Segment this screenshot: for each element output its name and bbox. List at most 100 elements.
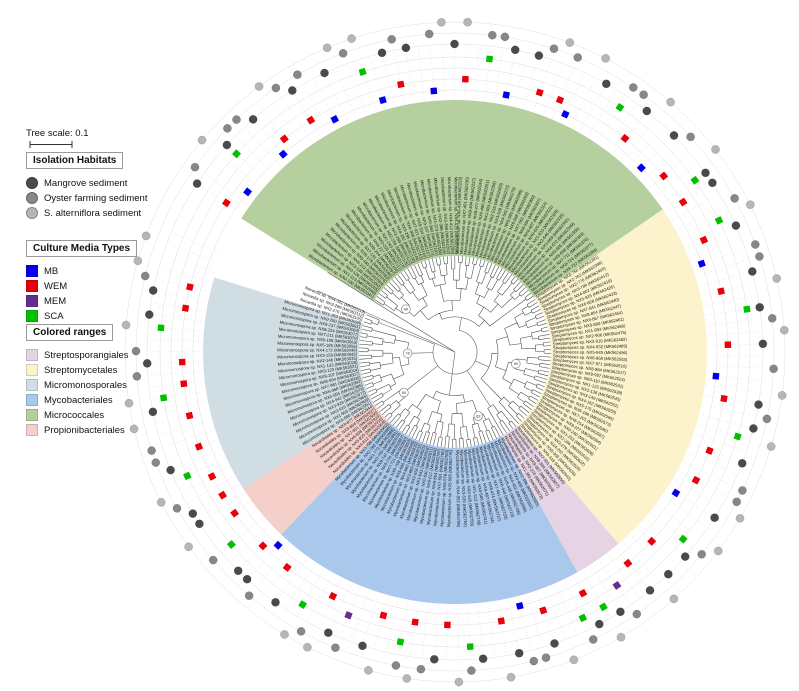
media-square-sca — [743, 305, 751, 313]
leaf-label: Micromonospora sp. NX4-172 (MK563049) — [277, 347, 357, 352]
habitat-dot — [777, 391, 787, 400]
branches-streptosporangiales — [487, 404, 517, 436]
leaf-guide — [240, 531, 278, 569]
habitat-dot — [190, 162, 200, 172]
media-square-wem — [691, 475, 701, 485]
habitat-dot — [541, 653, 551, 663]
legend-item-label: SCA — [44, 310, 64, 322]
leaf-guide — [555, 584, 577, 632]
media-square-wem — [678, 197, 688, 207]
leaf-guide — [707, 331, 760, 336]
habitat-dot — [602, 79, 611, 89]
branches-propionibacteriales — [375, 389, 407, 421]
range-wedge-micromonosporales — [203, 277, 375, 489]
media-square-sca — [714, 216, 724, 225]
media-square-wem — [720, 394, 728, 403]
habitat-dot — [506, 672, 516, 682]
leaf-guide — [394, 53, 405, 105]
habitat-dot — [701, 168, 710, 178]
leaf-guide — [386, 598, 399, 650]
media-square-mem — [612, 580, 622, 590]
leaf-guide — [150, 338, 203, 342]
tree-branches — [317, 255, 552, 449]
range-wedge-streptomycetales — [517, 209, 707, 544]
media-square-wem — [578, 588, 588, 598]
leaf-label: Micromonospora sp. NX2-146 (MK563035) — [277, 355, 358, 366]
support-marker-value: 76 — [405, 351, 410, 356]
leaf-label: Streptomyces sp. NX6-958 (MK562503) — [553, 353, 628, 362]
habitat-dot — [172, 504, 182, 513]
legend-item: S. alterniflora sediment — [26, 207, 147, 219]
leaf-guide — [442, 47, 445, 100]
habitat-dot — [711, 145, 720, 154]
media-square-wem — [306, 115, 316, 125]
media-square-wem — [180, 380, 188, 388]
wem-swatch — [26, 280, 38, 292]
media-square-wem — [659, 171, 669, 181]
media-square-wem — [258, 541, 268, 551]
leaf-guide — [264, 113, 297, 155]
habitat-dot — [550, 639, 559, 648]
habitat-dot — [142, 359, 152, 368]
legend-item-label: Propionibacteriales — [44, 424, 125, 436]
leaf-guide — [173, 233, 222, 254]
legend-item-label: Streptosporangiales — [44, 349, 129, 361]
support-marker-value: 90 — [404, 307, 409, 312]
media-square-mb — [712, 372, 720, 380]
leaf-guide — [705, 385, 758, 393]
media-square-wem — [535, 88, 544, 97]
habitat-dot — [730, 194, 739, 203]
habitat-dot — [732, 497, 742, 507]
habitat-ring — [121, 17, 789, 687]
habitat-dot — [391, 661, 401, 670]
habitat-dot — [192, 179, 202, 188]
leaf-guide — [707, 355, 760, 357]
leaf-guide — [676, 205, 723, 231]
leaf-guide — [165, 255, 215, 273]
habitat-dot — [148, 286, 158, 295]
range-wedge-mycobacteriales — [281, 421, 578, 605]
leaf-guide — [689, 237, 738, 258]
media-square-sca — [466, 643, 474, 650]
media-square-wem — [230, 508, 240, 518]
leaf-guide — [615, 547, 649, 589]
leaf-guide — [150, 361, 203, 364]
habitat-dot — [669, 594, 679, 604]
habitat-dot — [755, 302, 765, 312]
tree-scale-label: Tree scale: 0.1 — [26, 128, 89, 139]
habitat-dot — [232, 115, 241, 124]
colored-ranges-title: Colored ranges — [26, 324, 114, 341]
media-square-wem — [647, 536, 657, 546]
support-marker-value: 90 — [514, 361, 519, 366]
leaf-guide — [644, 519, 684, 555]
leaf-guide — [707, 343, 760, 346]
leaf-label: Mycobacterium sp. NX3-539 (MK562762) — [459, 450, 468, 528]
legend-item: SCA — [26, 310, 137, 322]
isolation-habitats-title: Isolation Habitats — [26, 152, 124, 169]
habitat-dot — [738, 486, 747, 495]
media-square-mb — [671, 488, 681, 498]
habitat-dot — [208, 555, 218, 565]
habitat-dot — [293, 70, 302, 79]
leaf-guide — [648, 155, 689, 190]
media-square-wem — [539, 606, 548, 615]
legend-item-label: Streptomycetales — [44, 364, 118, 376]
habitat-dot — [755, 252, 764, 261]
habitat-dot — [478, 654, 488, 664]
habitat-dot — [287, 86, 297, 95]
habitat-dot — [746, 200, 755, 209]
media-square-mb — [502, 91, 510, 99]
legend-item-label: Micromonosporales — [44, 379, 127, 391]
habitat-dot — [697, 550, 707, 559]
habitat-dot — [144, 310, 154, 319]
leaf-guide — [152, 314, 204, 322]
leaf-guide — [678, 470, 725, 496]
leaf-label: Micromonospora sp. NX6-198 (MK563063) — [278, 333, 359, 345]
habitat-dot — [601, 54, 610, 63]
media-square-wem — [178, 358, 186, 366]
media-square-sca — [485, 55, 494, 63]
leaf-label: Microbacterium sp. NX4-412 (MK562209) — [447, 177, 455, 255]
leaf-guide — [701, 283, 753, 296]
habitat-dot — [454, 677, 464, 687]
